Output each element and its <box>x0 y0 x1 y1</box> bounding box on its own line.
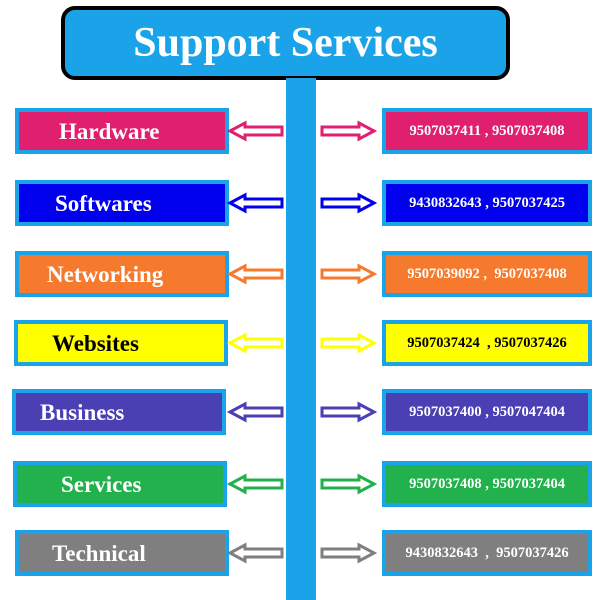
category-box-services: Services <box>13 461 227 507</box>
category-box-networking: Networking <box>15 251 229 297</box>
phone-box-softwares: 9430832643 , 9507037425 <box>382 180 592 226</box>
right-arrow-icon <box>320 192 378 214</box>
category-box-softwares: Softwares <box>15 180 229 226</box>
connector-stem <box>286 78 316 600</box>
right-arrow-icon <box>320 542 378 564</box>
left-arrow-icon <box>226 332 284 354</box>
left-arrow-icon <box>226 192 284 214</box>
phone-numbers: 9507037411 , 9507037408 <box>409 122 565 139</box>
category-box-websites: Websites <box>14 320 228 366</box>
category-box-technical: Technical <box>15 530 229 576</box>
category-box-hardware: Hardware <box>15 108 229 154</box>
right-arrow-icon <box>320 120 378 142</box>
left-arrow-icon <box>226 120 284 142</box>
category-label: Business <box>40 399 125 425</box>
right-arrow-icon <box>320 332 378 354</box>
left-arrow-icon <box>226 401 284 423</box>
phone-box-hardware: 9507037411 , 9507037408 <box>382 108 592 154</box>
phone-numbers: 9430832643 , 9507037425 <box>409 194 565 211</box>
category-label: Hardware <box>59 118 160 144</box>
category-label: Technical <box>52 540 146 566</box>
phone-box-services: 9507037408 , 9507037404 <box>382 461 592 507</box>
phone-box-websites: 9507037424 , 9507037426 <box>382 320 592 366</box>
category-label: Networking <box>47 261 164 287</box>
right-arrow-icon <box>320 263 378 285</box>
phone-numbers: 9507039092 , 9507037408 <box>407 265 567 282</box>
phone-box-networking: 9507039092 , 9507037408 <box>382 251 592 297</box>
category-box-business: Business <box>12 389 226 435</box>
page-title: Support Services <box>133 20 438 66</box>
left-arrow-icon <box>226 473 284 495</box>
right-arrow-icon <box>320 401 378 423</box>
phone-numbers: 9507037400 , 9507047404 <box>409 403 565 420</box>
phone-box-business: 9507037400 , 9507047404 <box>382 389 592 435</box>
category-label: Softwares <box>55 190 152 216</box>
phone-numbers: 9507037408 , 9507037404 <box>409 475 565 492</box>
category-label: Websites <box>52 330 139 356</box>
category-label: Services <box>61 471 142 497</box>
phone-numbers: 9507037424 , 9507037426 <box>407 334 567 351</box>
left-arrow-icon <box>226 542 284 564</box>
right-arrow-icon <box>320 473 378 495</box>
phone-numbers: 9430832643 , 9507037426 <box>405 544 569 561</box>
phone-box-technical: 9430832643 , 9507037426 <box>382 530 592 576</box>
left-arrow-icon <box>226 263 284 285</box>
title-banner: Support Services <box>61 6 510 80</box>
